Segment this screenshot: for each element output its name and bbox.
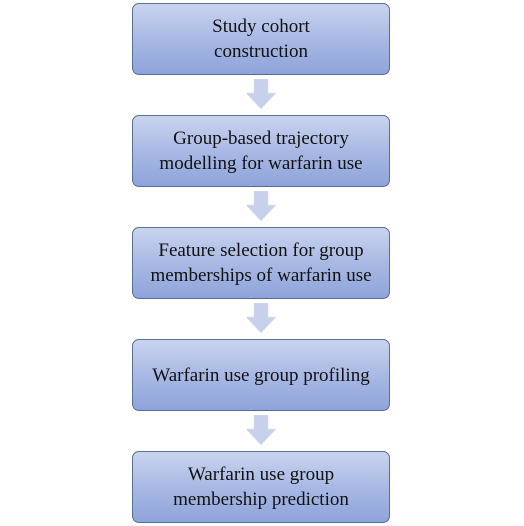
down-arrow-icon	[246, 415, 276, 445]
step-group-based-trajectory-modelling: Group-based trajectory modelling for war…	[132, 115, 390, 187]
step-membership-prediction: Warfarin use group membership prediction	[132, 451, 390, 523]
down-arrow-icon	[246, 191, 276, 221]
step-feature-selection: Feature selection for group memberships …	[132, 227, 390, 299]
step-group-profiling: Warfarin use group profiling	[132, 339, 390, 411]
down-arrow-icon	[246, 303, 276, 333]
down-arrow-icon	[246, 79, 276, 109]
step-study-cohort-construction: Study cohort construction	[132, 3, 390, 75]
